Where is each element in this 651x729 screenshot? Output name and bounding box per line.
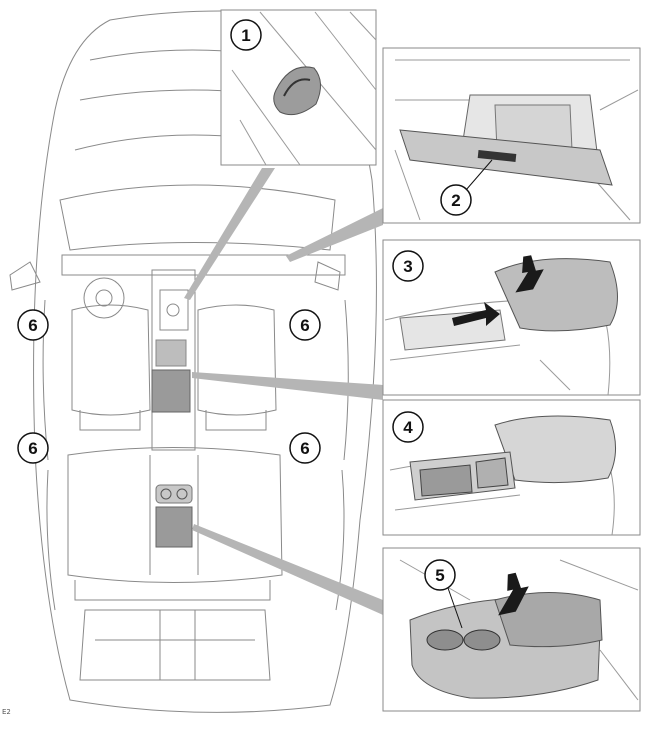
inset-2-glovebox — [382, 47, 641, 224]
callout-1: 1 — [230, 19, 262, 51]
console-storage-highlight — [155, 339, 187, 367]
dashboard — [61, 254, 346, 276]
callout-6-label: 6 — [28, 439, 37, 458]
vehicle-overview — [9, 10, 377, 713]
boot-floor — [79, 609, 271, 681]
armrest-lid-4 — [494, 415, 616, 484]
callout-6-label: 6 — [300, 439, 309, 458]
leader-lines — [184, 168, 383, 615]
rear-armrest-lid — [494, 592, 603, 648]
arrow-right-icon — [452, 302, 500, 326]
callout-3: 3 — [392, 250, 424, 282]
callout-3-label: 3 — [403, 257, 412, 276]
front-seat-left — [71, 304, 151, 416]
rear-armrest-highlight — [155, 506, 193, 548]
arrow-up-icon — [498, 572, 529, 616]
steering-wheel — [83, 277, 125, 319]
rear-bench — [67, 447, 283, 583]
windscreen — [59, 184, 336, 251]
mirror-left — [9, 261, 41, 291]
callout-6-rear-left: 6 — [17, 432, 49, 464]
callout-2-label: 2 — [451, 191, 460, 210]
inset-5-rear-armrest — [382, 547, 641, 712]
callout-6-label: 6 — [28, 316, 37, 335]
leader-3 — [192, 372, 383, 400]
callout-4: 4 — [392, 411, 424, 443]
callout-5: 5 — [424, 559, 463, 629]
glovebox-handle — [477, 150, 517, 162]
callout-6-label: 6 — [300, 316, 309, 335]
cup-holder-left — [426, 629, 464, 651]
cup-holder-right — [463, 629, 501, 651]
mirror-right — [314, 261, 341, 291]
callout-2: 2 — [440, 159, 493, 216]
figure-code: E2 — [2, 708, 11, 716]
callout-1-label: 1 — [241, 26, 250, 45]
leader-5 — [192, 524, 383, 615]
callout-6-front-left: 6 — [17, 309, 49, 341]
inset-3-console-open — [382, 239, 641, 396]
callout-6-rear-right: 6 — [289, 432, 321, 464]
leader-1 — [184, 168, 275, 300]
inset-1-door-pocket — [220, 9, 377, 166]
front-armrest-highlight — [151, 369, 191, 413]
callout-4-label: 4 — [403, 418, 413, 437]
leader-2 — [286, 208, 383, 262]
callout-5-label: 5 — [435, 566, 444, 585]
callout-6-front-right: 6 — [289, 309, 321, 341]
arrow-up-icon — [515, 255, 544, 293]
front-seat-right — [197, 304, 277, 416]
inset-4-console-tray — [382, 399, 641, 536]
